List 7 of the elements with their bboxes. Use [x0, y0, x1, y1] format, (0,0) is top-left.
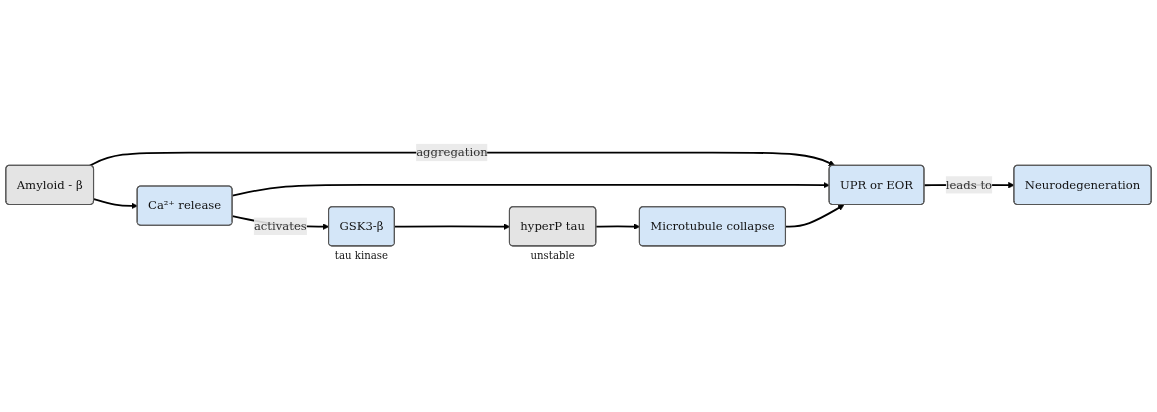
node-note: unstable [530, 250, 575, 262]
edge-label: leads to [945, 177, 993, 192]
edge-label: activates [253, 219, 307, 234]
arrow [88, 151, 836, 167]
edge-label: aggregation [416, 145, 488, 160]
arrow [93, 198, 138, 210]
node-note: tau kinase [334, 250, 388, 262]
